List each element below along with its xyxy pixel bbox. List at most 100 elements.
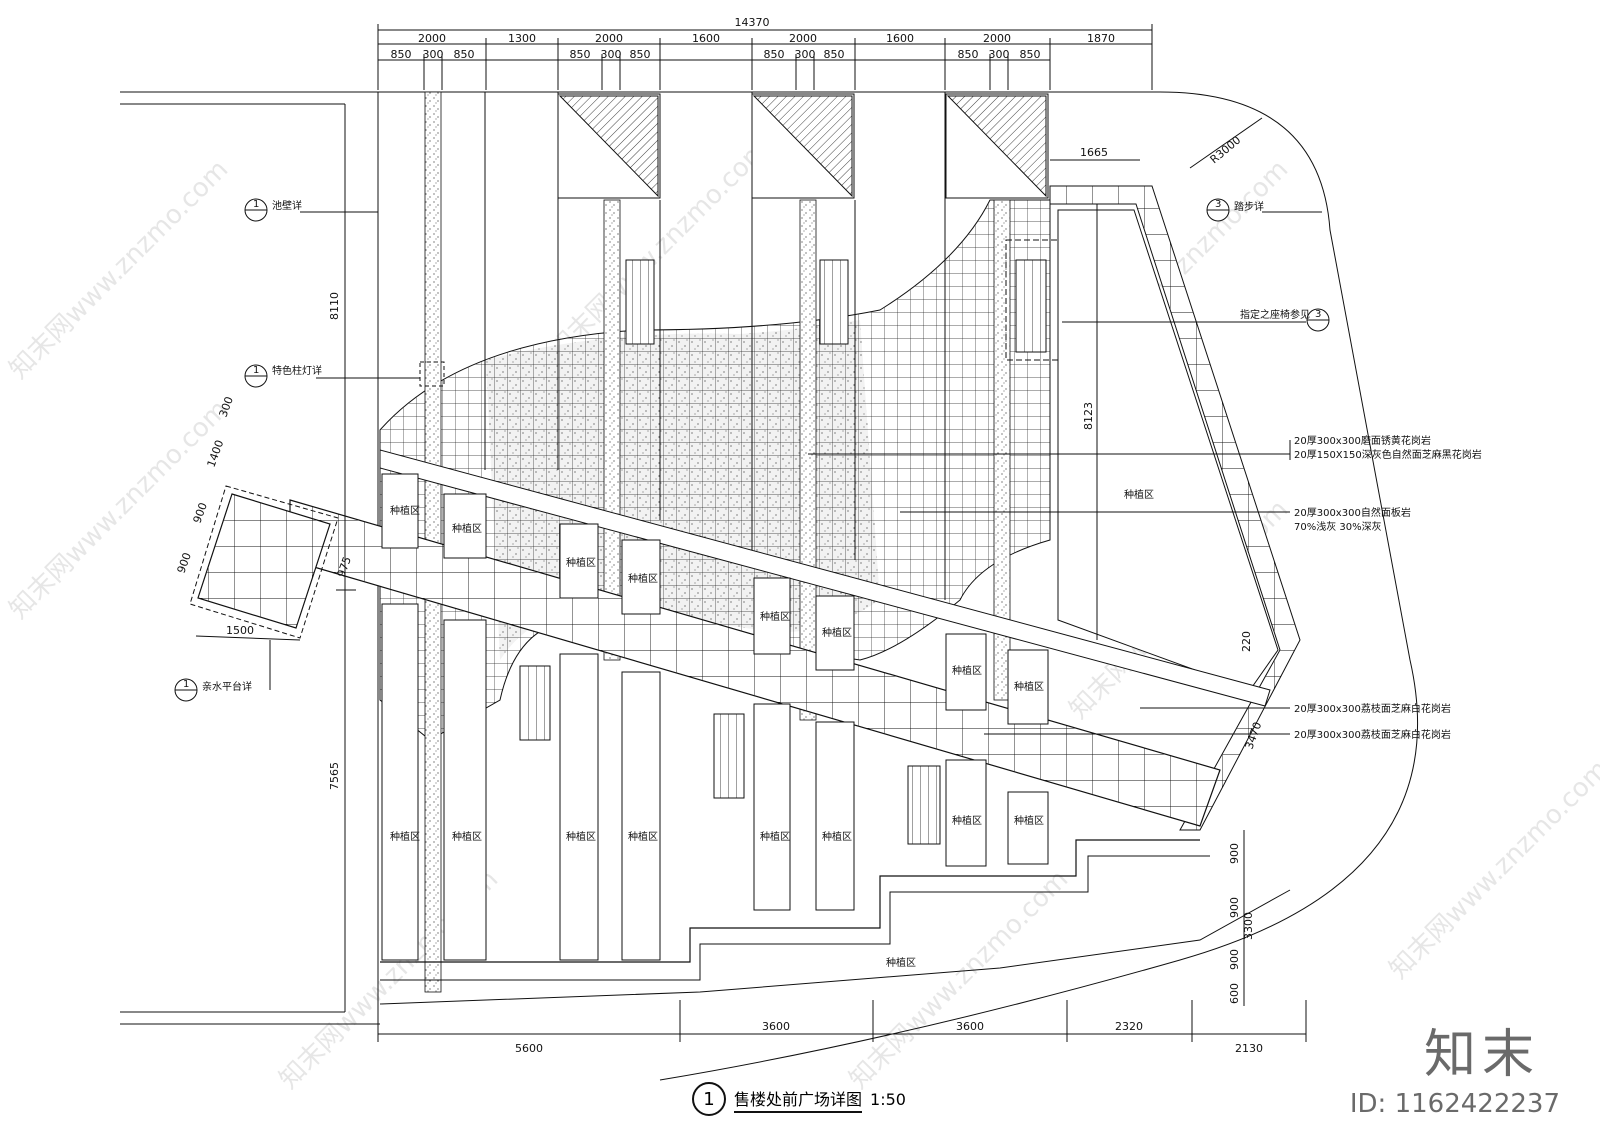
callout-steps: 3 踏步详: [1206, 198, 1322, 222]
dim-platform: 1400: [205, 438, 227, 469]
zone-label: 种植区: [886, 956, 916, 969]
svg-text:踏步详: 踏步详: [1234, 200, 1264, 213]
watermark: 知末网www.znzmo.com: [1384, 754, 1600, 985]
dim-sub: 850: [454, 48, 475, 61]
svg-text:指定之座椅参见: 指定之座椅参见: [1240, 308, 1310, 321]
dim-sub: 850: [630, 48, 651, 61]
water-platform: [197, 493, 331, 629]
callout-pool-wall: 1 池壁详: [244, 198, 378, 222]
svg-text:亲水平台详: 亲水平台详: [202, 680, 252, 693]
dim-left: 8110: [328, 292, 341, 320]
note: 20厚300x300自然面板岩: [1294, 506, 1411, 519]
zone-label: 种植区: [566, 556, 596, 569]
zone-label: 种植区: [628, 830, 658, 843]
dim-bottom: 2130: [1235, 1042, 1263, 1055]
dim-right: 900: [1228, 949, 1241, 970]
image-id: ID: 1162422237: [1349, 1089, 1560, 1119]
left-dimensions: 8110 7565: [328, 104, 356, 1012]
dim-sub: 850: [764, 48, 785, 61]
zone-label: 种植区: [760, 830, 790, 843]
svg-text:1: 1: [253, 365, 259, 376]
dim-right: 8123: [1082, 402, 1095, 430]
callout-column-light: 1 特色柱灯详: [244, 364, 420, 388]
bottom-dimensions: 5600 3600 3600 2320 2130: [377, 1000, 1307, 1055]
callouts: 1 池壁详 1 特色柱灯详 1 亲水平台详 3 踏步详: [174, 198, 1330, 702]
dim-top: 1300: [508, 32, 536, 45]
zone-label: 种植区: [566, 830, 596, 843]
right-planter: [1049, 185, 1301, 831]
zone-label: 种植区: [1014, 680, 1044, 693]
benches: [419, 239, 1063, 845]
callout-water-platform: 1 亲水平台详: [174, 640, 271, 702]
watermark: 知末网www.znzmo.com: [4, 154, 235, 385]
zone-label: 种植区: [452, 522, 482, 535]
note: 20厚300x300荔枝面芝麻白花岗岩: [1294, 702, 1451, 715]
svg-text:3: 3: [1315, 309, 1321, 320]
dim-top: 1870: [1087, 32, 1115, 45]
material-notes: 20厚300x300磨面锈黄花岗岩 20厚150X150深灰色自然面芝麻黑花岗岩…: [808, 434, 1482, 741]
title-scale: 1:50: [870, 1089, 906, 1109]
dim-bottom: 2320: [1115, 1020, 1143, 1033]
diagonal-white-band: [379, 449, 1271, 707]
zone-label: 种植区: [822, 830, 852, 843]
dim-top: 1600: [692, 32, 720, 45]
dim-top: 2000: [789, 32, 817, 45]
dim-right: 220: [1240, 631, 1253, 652]
dim-left: 7565: [328, 762, 341, 790]
dim-sub: 300: [795, 48, 816, 61]
dim-platform: 900: [191, 501, 210, 525]
dim-sub: 850: [570, 48, 591, 61]
corner-planters: [557, 93, 1049, 199]
zone-label: 种植区: [952, 664, 982, 677]
note: 20厚300x300荔枝面芝麻白花岗岩: [1294, 728, 1451, 741]
dim-right: 600: [1228, 983, 1241, 1004]
dim-sub: 850: [1020, 48, 1041, 61]
svg-text:特色柱灯详: 特色柱灯详: [272, 364, 322, 377]
dim-top: 2000: [983, 32, 1011, 45]
zone-label: 种植区: [628, 572, 658, 585]
dim-sub: 300: [989, 48, 1010, 61]
zone-label: 种植区: [452, 830, 482, 843]
title-text: 售楼处前广场详图: [734, 1086, 863, 1113]
dim-top: 2000: [595, 32, 623, 45]
note: 20厚150X150深灰色自然面芝麻黑花岗岩: [1294, 448, 1482, 461]
dim-sub: 300: [423, 48, 444, 61]
dim-total: 14370: [735, 16, 770, 29]
dim-right: 900: [1228, 843, 1241, 864]
dim-sub: 300: [601, 48, 622, 61]
title-number: 1: [692, 1082, 726, 1116]
svg-text:1: 1: [253, 199, 259, 210]
svg-text:池壁详: 池壁详: [272, 199, 302, 212]
dim-right: 1665: [1080, 146, 1108, 159]
dim-bottom: 3600: [762, 1020, 790, 1033]
dim-sub: 850: [824, 48, 845, 61]
svg-text:3: 3: [1215, 199, 1221, 210]
plaza-boundary: [378, 91, 1418, 1081]
dim-sub: 850: [391, 48, 412, 61]
zone-label: 种植区: [952, 814, 982, 827]
zone-label: 种植区: [1124, 488, 1154, 501]
dim-platform: 1500: [226, 624, 254, 637]
dim-right: R3000: [1208, 133, 1244, 166]
stepped-border: [380, 839, 1200, 963]
dim-top: 2000: [418, 32, 446, 45]
note: 20厚300x300磨面锈黄花岗岩: [1294, 434, 1431, 447]
callout-seat: 3 指定之座椅参见: [1062, 308, 1330, 332]
zone-labels: 种植区 种植区 种植区 种植区 种植区 种植区 种植区 种植区 种植区 种植区 …: [390, 488, 1154, 969]
svg-text:1: 1: [183, 679, 189, 690]
top-dimensions: 14370 2000 1300 2000 1600 2000 1600 2000…: [377, 16, 1153, 90]
zone-label: 种植区: [822, 626, 852, 639]
dim-bottom: 5600: [515, 1042, 543, 1055]
dim-platform: 900: [175, 551, 194, 575]
drawing-title: 1 售楼处前广场详图 1:50: [692, 1082, 906, 1116]
zone-label: 种植区: [390, 830, 420, 843]
dim-top: 1600: [886, 32, 914, 45]
brand-logo: 知末: [1423, 1025, 1540, 1085]
planting-beds: [381, 473, 1049, 961]
dim-bottom: 3600: [956, 1020, 984, 1033]
zone-label: 种植区: [1014, 814, 1044, 827]
dim-right: 3300: [1242, 912, 1255, 940]
dim-sub: 850: [958, 48, 979, 61]
dim-right: 900: [1228, 897, 1241, 918]
